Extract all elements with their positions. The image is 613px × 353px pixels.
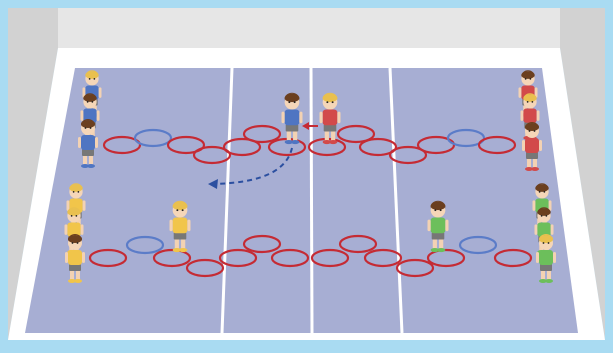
- back-wall: [58, 8, 560, 48]
- court-line-2: [311, 68, 312, 333]
- court-area: [25, 68, 578, 333]
